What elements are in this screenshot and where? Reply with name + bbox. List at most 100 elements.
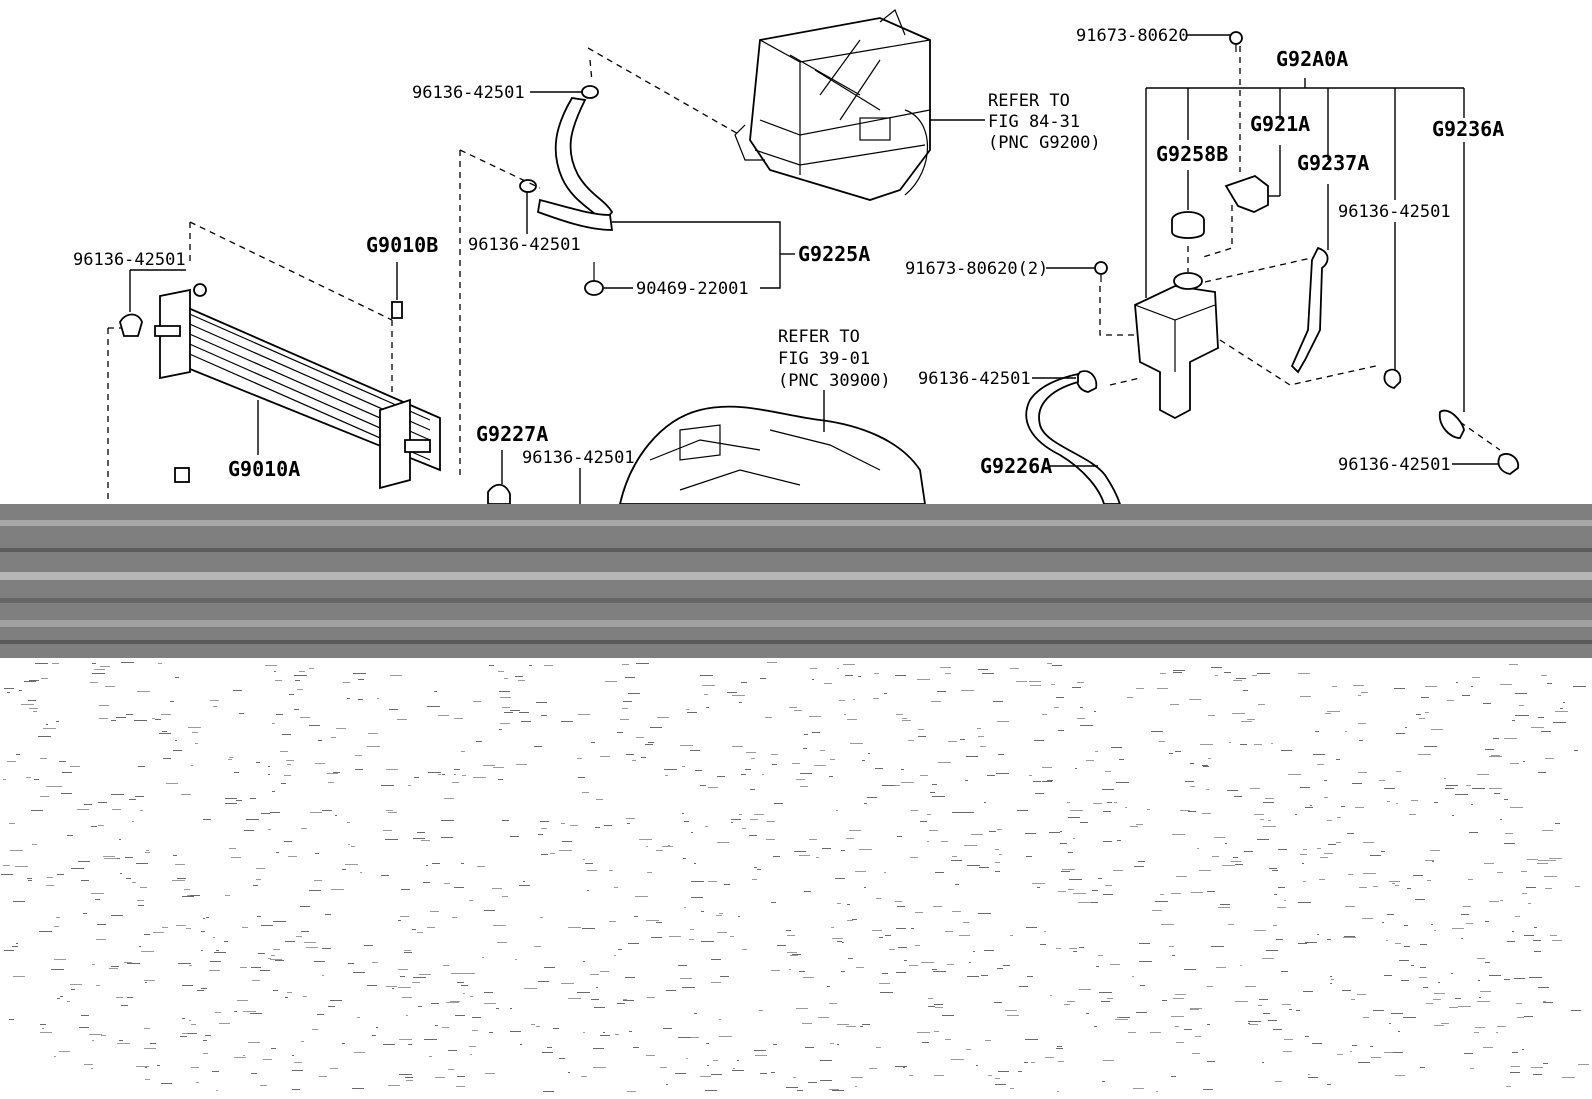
noise-speck xyxy=(1257,839,1269,840)
noise-speck xyxy=(419,974,431,975)
noise-speck xyxy=(1191,892,1203,893)
noise-speck xyxy=(1456,682,1458,683)
noise-speck xyxy=(1,874,13,875)
noise-speck xyxy=(803,977,814,978)
noise-speck xyxy=(1330,976,1332,977)
noise-speck xyxy=(915,945,920,946)
noise-speck xyxy=(454,774,456,775)
noise-speck xyxy=(234,1011,237,1012)
noise-speck xyxy=(1159,741,1165,742)
noise-speck xyxy=(1524,935,1534,936)
noise-speck xyxy=(105,686,115,687)
noise-speck xyxy=(1175,1026,1179,1027)
noise-speck xyxy=(737,1060,739,1061)
noise-speck xyxy=(662,846,673,847)
noise-speck xyxy=(1033,781,1041,782)
noise-speck xyxy=(452,917,457,918)
noise-speck xyxy=(997,968,1003,969)
noise-speck xyxy=(1054,707,1059,708)
noise-speck xyxy=(1578,1064,1589,1065)
noise-speck xyxy=(932,796,945,797)
noise-speck xyxy=(210,700,219,701)
noise-speck xyxy=(1430,850,1440,851)
noise-speck xyxy=(294,709,299,710)
noise-speck xyxy=(1434,802,1438,803)
inverter-refer-note: REFER TO FIG 84-31 (PNC G9200) xyxy=(930,91,1101,153)
noise-speck xyxy=(711,959,721,960)
noise-speck xyxy=(895,675,906,676)
noise-speck xyxy=(1160,673,1166,674)
noise-speck xyxy=(1035,793,1044,794)
noise-speck xyxy=(731,819,741,820)
noise-speck xyxy=(213,706,217,707)
noise-speck xyxy=(294,1062,302,1063)
noise-speck xyxy=(315,853,319,854)
noise-speck xyxy=(1202,765,1208,766)
noise-speck xyxy=(54,959,66,960)
noise-speck xyxy=(1303,991,1313,992)
noise-speck xyxy=(917,1032,930,1033)
noise-speck xyxy=(32,844,37,845)
noise-speck xyxy=(976,1065,978,1066)
noise-speck xyxy=(367,746,380,747)
noise-speck xyxy=(84,1064,93,1065)
noise-speck xyxy=(1160,894,1164,895)
noise-speck xyxy=(1222,865,1235,866)
noise-speck xyxy=(600,971,609,972)
noise-speck xyxy=(97,924,106,925)
noise-speck xyxy=(1447,700,1454,701)
noise-speck xyxy=(623,1000,634,1001)
noise-speck xyxy=(243,1055,245,1056)
noise-speck xyxy=(1069,948,1077,949)
noise-speck xyxy=(1185,781,1194,782)
noise-speck xyxy=(1101,1001,1110,1002)
noise-speck xyxy=(127,997,133,998)
noise-speck xyxy=(432,863,440,864)
noise-speck xyxy=(1396,803,1398,804)
noise-speck xyxy=(1058,891,1066,892)
noise-speck xyxy=(1057,1046,1062,1047)
noise-speck xyxy=(1203,766,1209,767)
noise-speck xyxy=(145,1067,147,1068)
noise-speck xyxy=(242,927,248,928)
noise-speck xyxy=(994,1002,1002,1003)
noise-speck xyxy=(1281,750,1292,751)
noise-speck xyxy=(318,740,322,741)
noise-speck xyxy=(1489,901,1499,902)
clamp-reservoir-label: 96136-42501 xyxy=(918,369,1031,389)
noise-speck xyxy=(941,841,948,842)
noise-speck xyxy=(476,741,482,742)
noise-speck xyxy=(498,671,504,672)
noise-speck xyxy=(967,976,979,977)
noise-speck xyxy=(691,832,693,833)
noise-speck xyxy=(538,834,543,835)
noise-speck xyxy=(461,751,465,752)
noise-speck xyxy=(1228,924,1234,925)
noise-speck xyxy=(1463,906,1471,907)
noise-speck xyxy=(1424,746,1437,747)
noise-speck xyxy=(896,928,906,929)
noise-speck xyxy=(1062,869,1075,870)
noise-speck xyxy=(348,963,354,964)
noise-speck xyxy=(351,846,355,847)
noise-speck xyxy=(191,765,193,766)
noise-speck xyxy=(903,1067,905,1068)
noise-speck xyxy=(33,711,37,712)
noise-speck xyxy=(331,889,344,890)
noise-speck xyxy=(16,754,20,755)
noise-speck xyxy=(995,871,1000,872)
noise-speck xyxy=(98,825,104,826)
noise-speck xyxy=(111,720,116,721)
noise-speck xyxy=(846,838,854,839)
noise-speck xyxy=(967,865,980,866)
noise-speck xyxy=(918,736,926,737)
noise-speck xyxy=(19,690,22,691)
noise-speck xyxy=(153,932,164,933)
noise-speck xyxy=(876,1047,881,1048)
noise-speck xyxy=(622,708,628,709)
noise-speck xyxy=(446,1002,459,1003)
noise-speck xyxy=(700,1076,711,1077)
noise-speck xyxy=(463,973,475,974)
noise-speck xyxy=(1007,1015,1019,1016)
noise-speck xyxy=(383,830,392,831)
